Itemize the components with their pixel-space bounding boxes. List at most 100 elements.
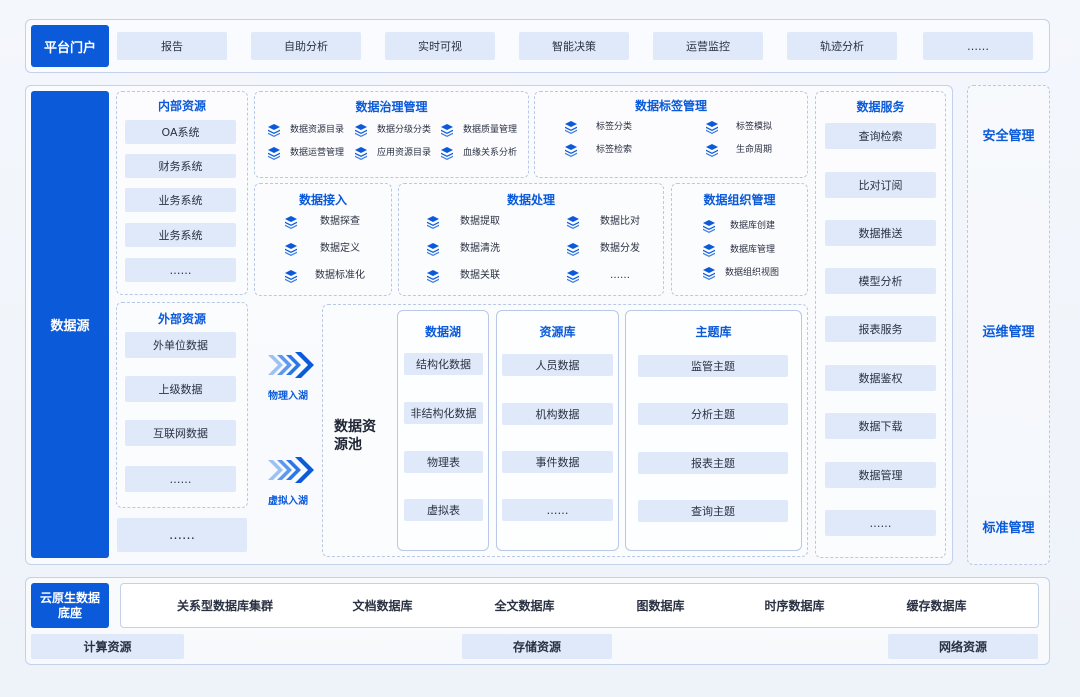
- resource-item-more[interactable]: ……: [502, 499, 613, 521]
- data-lake-title: 数据湖: [424, 325, 461, 339]
- service-item[interactable]: 数据推送: [825, 220, 936, 246]
- internal-item[interactable]: 财务系统: [125, 154, 236, 178]
- processing-title: 数据处理: [506, 193, 555, 207]
- security-management[interactable]: 安全管理: [982, 129, 1035, 144]
- database-item[interactable]: 文档数据库: [352, 599, 413, 613]
- ingest-title: 数据接入: [298, 193, 347, 207]
- stack-icon: [426, 215, 440, 229]
- database-item[interactable]: 时序数据库: [764, 599, 825, 613]
- theme-library-title: 主题库: [695, 325, 732, 339]
- organization-item: 数据组织视图: [725, 268, 780, 278]
- service-item[interactable]: 报表服务: [825, 316, 936, 342]
- service-item[interactable]: 数据管理: [825, 462, 936, 488]
- governance-title: 数据治理管理: [355, 100, 428, 114]
- external-item-more[interactable]: ……: [125, 466, 236, 492]
- virtual-ingest-label: 虚拟入湖: [268, 496, 308, 507]
- portal-item-monitor[interactable]: 运营监控: [653, 32, 763, 60]
- service-item-more[interactable]: ……: [825, 510, 936, 536]
- resource-item[interactable]: 事件数据: [502, 451, 613, 473]
- governance-item: 应用资源目录: [377, 148, 432, 158]
- theme-item[interactable]: 报表主题: [638, 452, 788, 474]
- processing-panel: [398, 183, 664, 296]
- internal-item[interactable]: OA系统: [125, 120, 236, 144]
- service-item[interactable]: 数据鉴权: [825, 365, 936, 391]
- stack-icon: [564, 143, 578, 157]
- stack-icon: [284, 215, 298, 229]
- theme-item[interactable]: 查询主题: [638, 500, 788, 522]
- external-item[interactable]: 外单位数据: [125, 332, 236, 358]
- processing-item: 数据清洗: [460, 243, 500, 254]
- resource-library-title: 资源库: [539, 325, 576, 339]
- service-item[interactable]: 数据下载: [825, 413, 936, 439]
- database-item[interactable]: 关系型数据库集群: [176, 599, 273, 613]
- processing-item: 数据比对: [600, 216, 640, 227]
- theme-item[interactable]: 分析主题: [638, 403, 788, 425]
- portal-item-decision[interactable]: 智能决策: [519, 32, 629, 60]
- organization-item: 数据库管理: [730, 245, 776, 255]
- service-item[interactable]: 查询检索: [825, 123, 936, 149]
- stack-icon: [566, 215, 580, 229]
- theme-item[interactable]: 监管主题: [638, 355, 788, 377]
- stack-icon: [284, 242, 298, 256]
- internal-item-more[interactable]: ……: [125, 258, 236, 282]
- organization-item: 数据库创建: [730, 221, 776, 231]
- service-item[interactable]: 比对订阅: [825, 172, 936, 198]
- ingest-item: 数据定义: [320, 243, 360, 254]
- management-panel: [967, 85, 1050, 565]
- internal-item[interactable]: 业务系统: [125, 223, 236, 247]
- resource-item[interactable]: 机构数据: [502, 403, 613, 425]
- tagging-item: 标签模拟: [736, 122, 773, 132]
- lake-item[interactable]: 结构化数据: [404, 353, 483, 375]
- database-item[interactable]: 图数据库: [636, 599, 685, 613]
- stack-icon: [702, 219, 716, 233]
- portal-item-self-analysis[interactable]: 自助分析: [251, 32, 361, 60]
- ingest-item: 数据标准化: [315, 270, 365, 281]
- tagging-item: 标签分类: [596, 122, 633, 132]
- processing-item: 数据提取: [460, 216, 500, 227]
- tagging-title: 数据标签管理: [634, 99, 707, 113]
- network-resources[interactable]: 网络资源: [888, 634, 1038, 659]
- processing-item-more: ……: [610, 270, 630, 281]
- stack-icon: [705, 120, 719, 134]
- ingest-item: 数据探查: [320, 216, 360, 227]
- governance-item: 数据运营管理: [290, 148, 345, 158]
- stack-icon: [440, 146, 454, 160]
- ops-management[interactable]: 运维管理: [982, 325, 1035, 340]
- portal-title: 平台门户: [31, 25, 109, 67]
- physical-ingest-label: 物理入湖: [268, 391, 308, 402]
- governance-item: 数据质量管理: [463, 125, 518, 135]
- portal-item-trajectory[interactable]: 轨迹分析: [787, 32, 897, 60]
- organization-panel: [671, 183, 808, 296]
- database-item[interactable]: 缓存数据库: [906, 599, 967, 613]
- stack-icon: [564, 120, 578, 134]
- datasource-more[interactable]: ……: [117, 518, 247, 552]
- storage-resources[interactable]: 存储资源: [462, 634, 612, 659]
- lake-item[interactable]: 虚拟表: [404, 499, 483, 521]
- portal-item-report[interactable]: 报告: [117, 32, 227, 60]
- compute-resources[interactable]: 计算资源: [31, 634, 184, 659]
- portal-item-more[interactable]: ……: [923, 32, 1033, 60]
- stack-icon: [440, 123, 454, 137]
- database-bar: [120, 583, 1039, 628]
- services-title: 数据服务: [856, 100, 905, 114]
- cloud-title: 云原生数据底座: [31, 583, 109, 628]
- service-item[interactable]: 模型分析: [825, 268, 936, 294]
- standard-management[interactable]: 标准管理: [982, 521, 1035, 536]
- stack-icon: [284, 269, 298, 283]
- external-item[interactable]: 上级数据: [125, 376, 236, 402]
- external-item[interactable]: 互联网数据: [125, 420, 236, 446]
- processing-item: 数据分发: [600, 243, 640, 254]
- portal-item-realtime[interactable]: 实时可视: [385, 32, 495, 60]
- internal-item[interactable]: 业务系统: [125, 188, 236, 212]
- database-item[interactable]: 全文数据库: [494, 599, 555, 613]
- stack-icon: [566, 242, 580, 256]
- arrow-right-icon: [268, 351, 314, 379]
- resource-pool-title: 数据资源池: [334, 419, 376, 453]
- internal-resources-title: 内部资源: [157, 99, 206, 113]
- governance-panel: [254, 91, 529, 178]
- resource-item[interactable]: 人员数据: [502, 354, 613, 376]
- stack-icon: [702, 243, 716, 257]
- lake-item[interactable]: 非结构化数据: [404, 402, 483, 424]
- lake-item[interactable]: 物理表: [404, 451, 483, 473]
- stack-icon: [267, 123, 281, 137]
